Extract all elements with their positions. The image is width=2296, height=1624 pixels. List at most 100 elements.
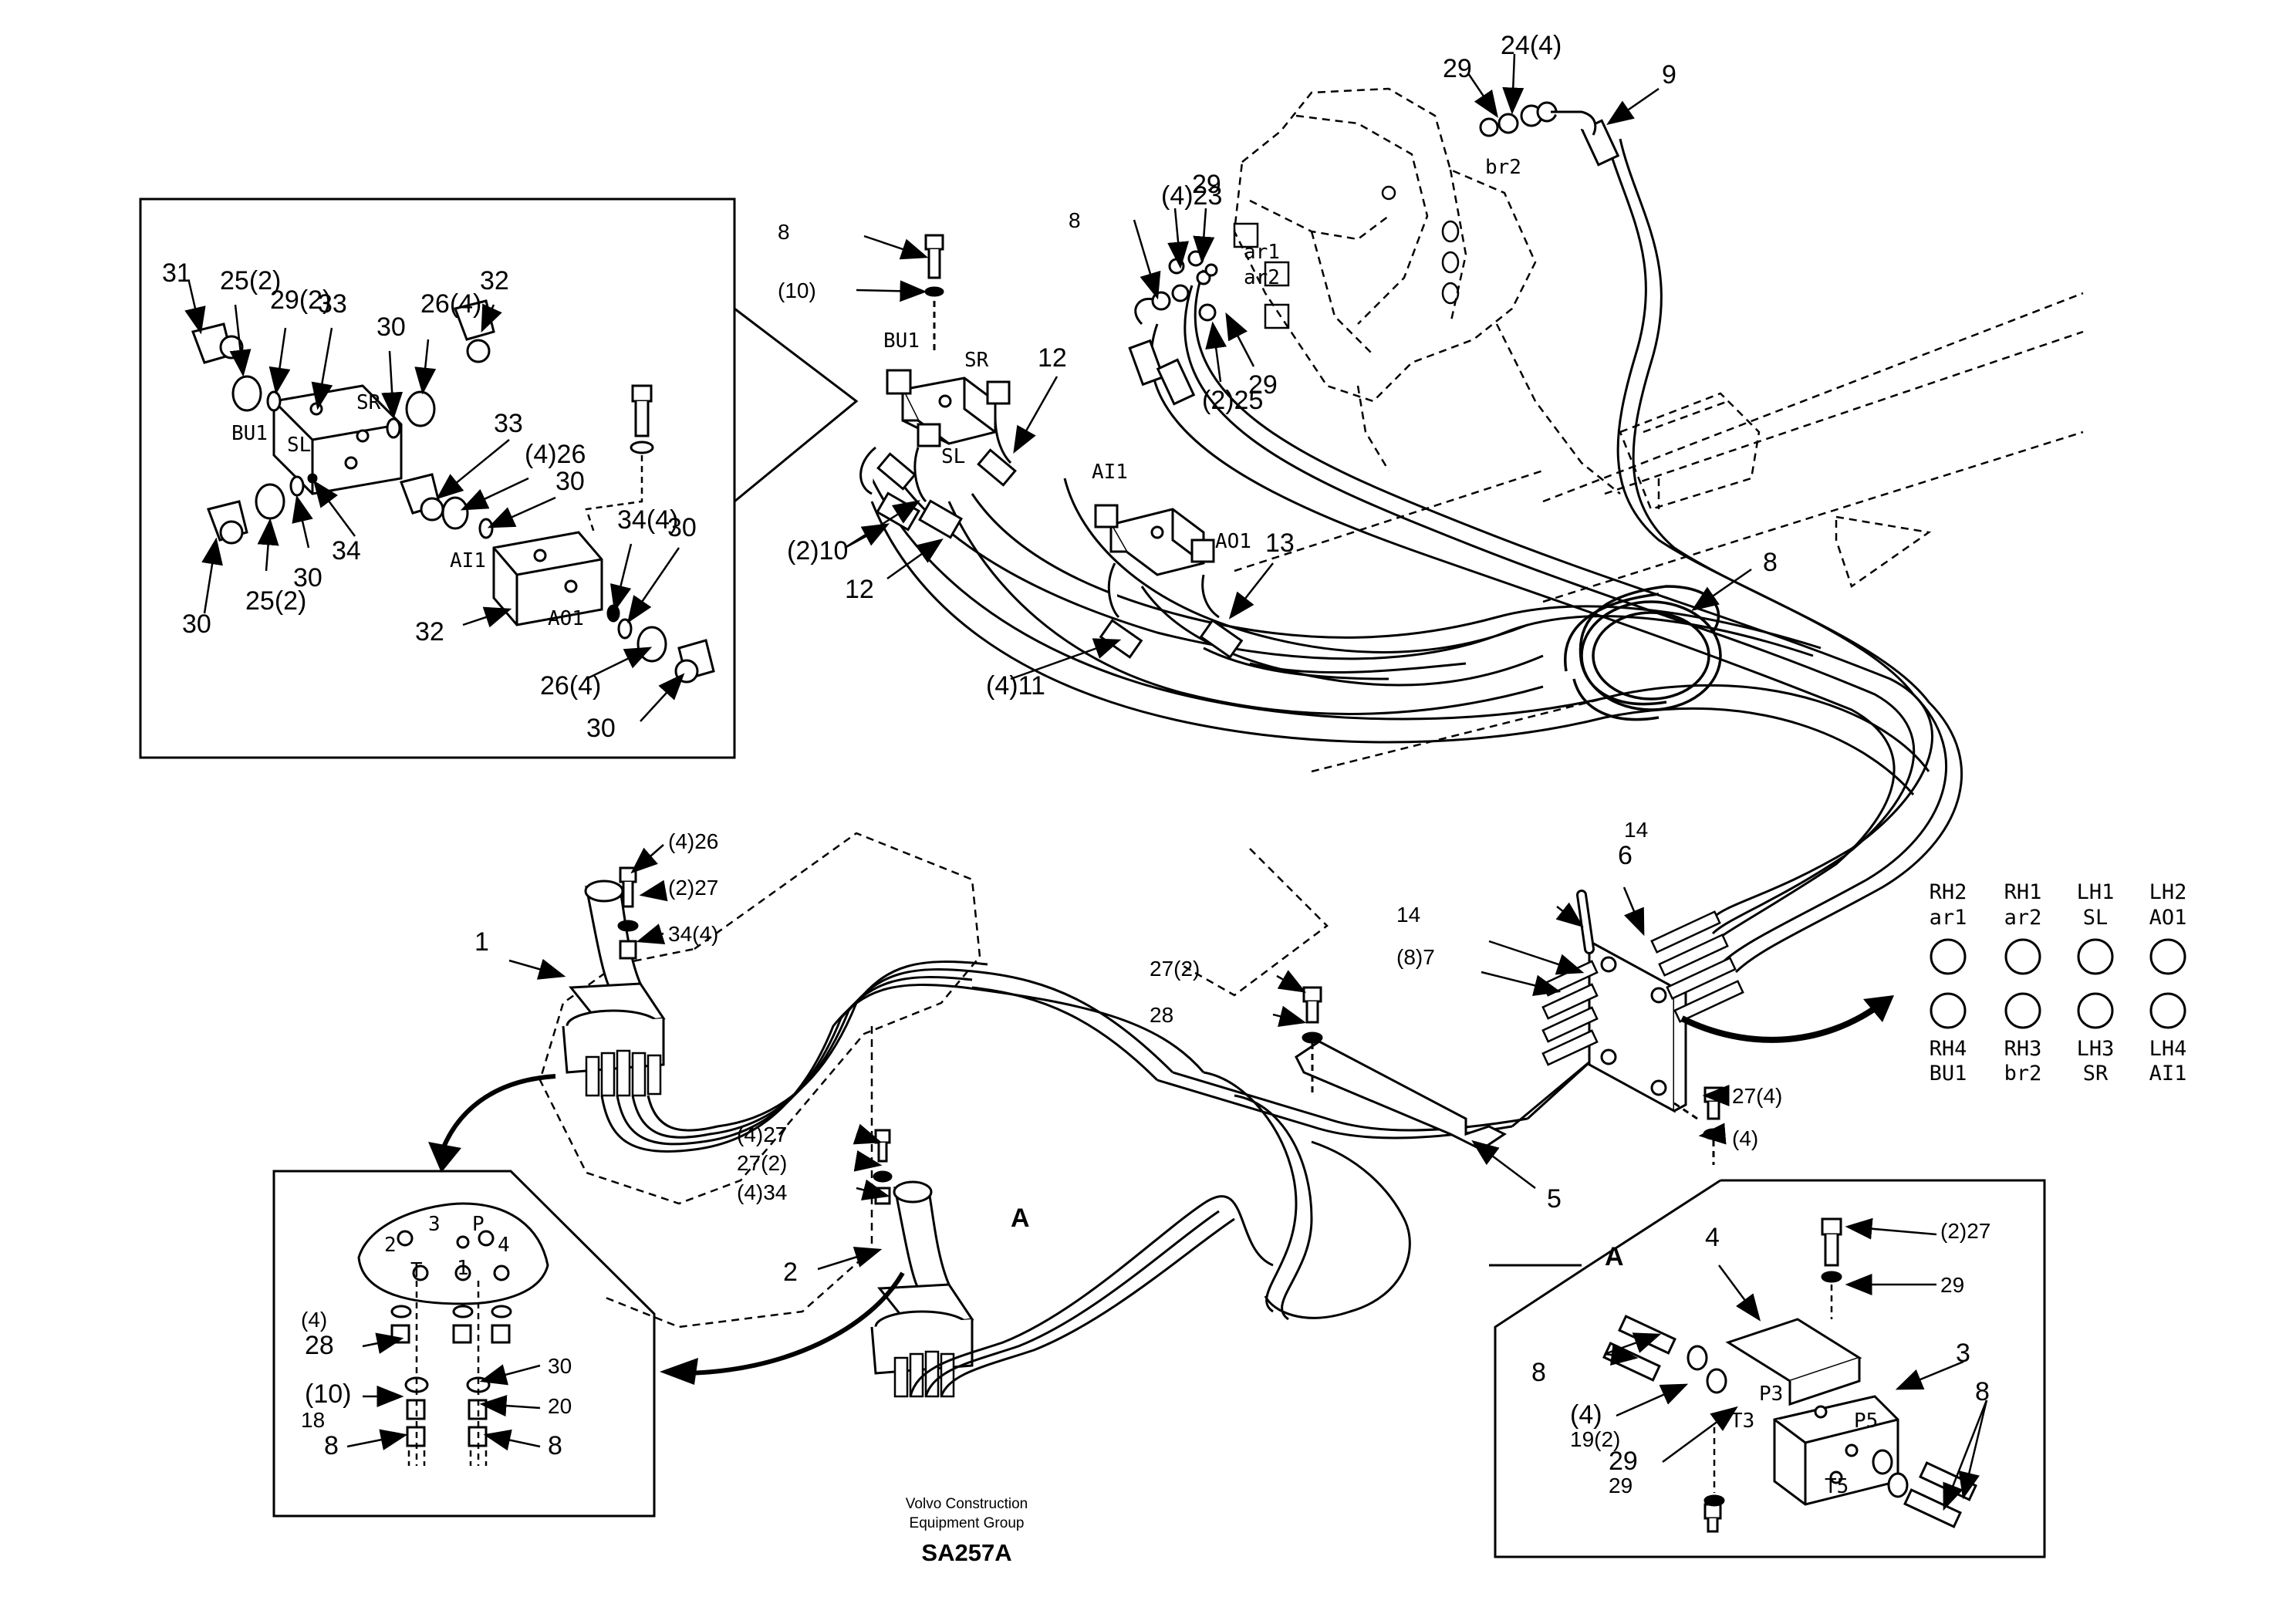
callout-29-valve: 29 (1192, 170, 1221, 199)
bracket-5 (1295, 986, 1507, 1151)
marking-ao1: AO1 (1215, 530, 1251, 553)
port-legend-code: LH4 (2149, 1037, 2187, 1061)
marking-t5: T5 (1825, 1475, 1849, 1498)
callout-33: 34(4) (617, 505, 678, 535)
marking-ai1-inset: AI1 (450, 549, 486, 572)
port-legend: RH2ar1RH1ar2LH1SLLH2AO1RH4BU1RH3br2LH3SR… (1930, 880, 2187, 1085)
callout-26-top: (2)27 (668, 876, 718, 900)
callout-31: 32 (415, 617, 444, 647)
control-valve-outline (1233, 87, 1621, 495)
port-legend-code: LH2 (2149, 880, 2187, 904)
marking-t3: T3 (1730, 1410, 1754, 1433)
callout-28-detail: 29 (1609, 1447, 1638, 1476)
callout-11: 8 (778, 220, 790, 244)
port-legend-port: ar2 (2004, 906, 2042, 930)
marking-bu1: BU1 (883, 329, 920, 353)
detail-inset-shuttle (139, 198, 859, 759)
callout-1: 1 (474, 927, 489, 957)
shuttle-valve-lower (1094, 504, 1220, 619)
callout-22-inset-b: 26(4) (540, 671, 601, 701)
callout-9: 8 (1763, 548, 1778, 577)
leader-lines (184, 53, 1988, 1511)
port-legend-circle (2149, 992, 2186, 1029)
callout-21-valve: (2)25 (1202, 386, 1263, 415)
callout-14-top: 12 (1038, 343, 1067, 373)
callout-29-base: 30 (548, 1354, 572, 1378)
callout-3: 3 (1956, 1339, 1970, 1368)
footer: Volvo Construction Equipment Group SA257… (906, 1496, 1028, 1566)
callout-30-inset-e: 30 (586, 714, 616, 743)
callout-29-inset-c: 30 (555, 467, 585, 496)
callout-29-valve-b: 29 (1248, 370, 1278, 400)
callout-14-left: 12 (845, 575, 874, 604)
marking-sr: SR (964, 349, 989, 372)
callout-30-inset-c: 33 (494, 409, 523, 438)
marking-sl-inset: SL (287, 434, 311, 457)
mounting-plate-6 (1541, 890, 1744, 1113)
port-legend-circle (1930, 992, 1967, 1029)
port-legend-port: SL (2083, 906, 2109, 930)
bolt-11 (924, 234, 944, 355)
marking-port-t: T (410, 1259, 423, 1282)
joystick-hoses (600, 961, 1683, 1397)
port-legend-circle (2149, 938, 2186, 975)
callout-8-base-left: 8 (324, 1431, 339, 1460)
callout-24: (2)27 (1940, 1219, 1990, 1243)
callout-8-detail-right: 8 (1975, 1377, 1990, 1406)
marking-ar1: ar1 (1244, 241, 1280, 264)
callout-25-right: 27(4) (1732, 1084, 1782, 1108)
callout-28-detail-qty: 29 (1609, 1474, 1633, 1497)
callout-18-detail: (4) (1570, 1400, 1602, 1430)
callout-30-inset-b: 32 (480, 266, 509, 295)
callout-2: 2 (783, 1258, 798, 1287)
marking-p5: P5 (1854, 1410, 1878, 1433)
callout-21-inset-a: 25(2) (220, 266, 281, 295)
publisher-line-2: Equipment Group (910, 1515, 1025, 1531)
part-markings: BU1 SR SL AI1 AO1 BU1 SR SL AI1 AO1 br2 … (231, 156, 1878, 1498)
callout-29-inset-a: 29(2) (270, 285, 331, 315)
callout-12-top: 9 (1662, 60, 1676, 89)
callout-8-detail-left: 8 (1531, 1358, 1546, 1387)
shuttle-valve-upper (859, 369, 1012, 503)
joystick-1 (562, 880, 666, 1097)
marking-p3: P3 (1759, 1383, 1783, 1406)
detail-inset-view-a (1489, 1179, 2046, 1558)
callout-21-top: 24(4) (1501, 31, 1562, 60)
marking-port-2: 2 (384, 1234, 397, 1257)
port-legend-port: SR (2083, 1062, 2109, 1085)
callout-28-base: 28 (305, 1331, 334, 1360)
callout-10: 8 (1069, 208, 1081, 232)
callout-20: (4)23 (1161, 181, 1222, 211)
callout-27-right: (4) (1732, 1126, 1758, 1150)
marking-br2: br2 (1485, 156, 1521, 179)
port-legend-port: BU1 (1930, 1062, 1967, 1085)
port-legend-code: RH1 (2004, 880, 2042, 904)
marking-port-4: 4 (498, 1234, 510, 1257)
callout-27-detail: 29 (1940, 1273, 1964, 1297)
callout-12-left: (2)10 (787, 536, 848, 566)
port-legend-circle (2077, 992, 2114, 1029)
callout-25-left: 27(2) (1150, 957, 1200, 981)
callout-22-inset-a: 25(2) (245, 586, 306, 616)
callout-5: 5 (1547, 1184, 1562, 1214)
port-legend-code: LH1 (2077, 880, 2115, 904)
drawing-code: SA257A (921, 1539, 1011, 1566)
callout-21-inset-b: 26(4) (420, 289, 481, 319)
port-legend-circle (2004, 938, 2041, 975)
callout-4: 4 (1705, 1223, 1720, 1252)
view-arrows (428, 995, 1894, 1385)
callout-13: (4)11 (986, 671, 1045, 701)
port-legend-port: AO1 (2149, 906, 2187, 930)
callout-23-top: (4)26 (668, 829, 718, 853)
valve-fittings (1134, 101, 1597, 326)
callout-27-left: 28 (1150, 1003, 1173, 1027)
marking-sl: SL (941, 445, 965, 468)
hose-fittings-upper (876, 119, 1620, 659)
callout-34-inset: 34 (332, 536, 361, 566)
port-legend-circle (1930, 938, 1967, 975)
